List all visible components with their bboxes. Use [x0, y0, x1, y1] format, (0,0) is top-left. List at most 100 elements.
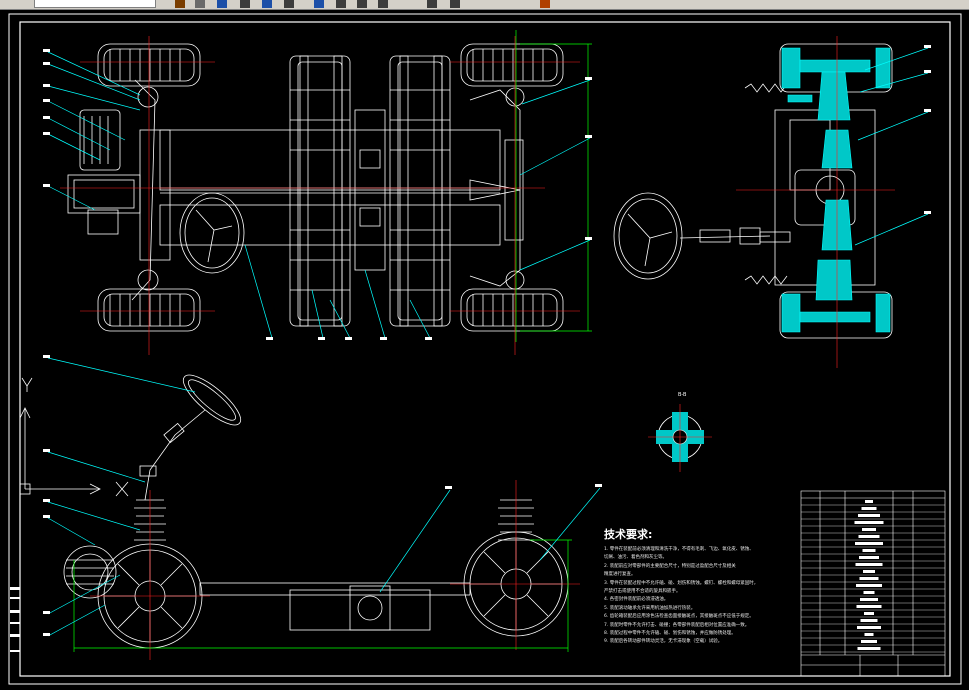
insert-icon[interactable]	[450, 0, 460, 8]
motor-side	[63, 545, 117, 599]
item-number-balloon	[924, 211, 931, 214]
tech-requirement-line: 5. 装配滚动轴承允许采用机油加热进行热装。	[604, 605, 696, 611]
item-number-balloon	[585, 77, 592, 80]
item-number-balloons	[43, 45, 931, 636]
pen-icon[interactable]	[540, 0, 550, 8]
title-block-text-mark	[859, 556, 879, 559]
drawing-canvas[interactable]: B-B 技术要求: 1. 零件在装配前必须清理和清洗干净，不得有毛刺、飞边、氧化…	[0, 10, 969, 690]
motor-upper	[79, 109, 121, 171]
item-number-balloon	[43, 99, 50, 102]
chassis-assembly-drawing	[8, 13, 962, 685]
pan-icon[interactable]	[195, 0, 205, 8]
frame-rail-lower	[159, 204, 501, 246]
properties-icon[interactable]	[240, 0, 250, 8]
title-block-text-mark	[861, 640, 877, 643]
tech-requirement-line: 8. 装配过程中零件不允许磕、碰、划伤和锈蚀，并应做防锈处理。	[604, 631, 736, 637]
item-number-balloon	[43, 611, 50, 614]
centerlines-bottom	[90, 480, 580, 660]
title-block-text-mark	[858, 535, 880, 538]
dimensions-top	[515, 30, 592, 342]
center-housing	[354, 109, 386, 271]
technical-requirements: 技术要求: 1. 零件在装配前必须清理和清洗干净，不得有毛刺、飞边、氧化皮、锈蚀…	[604, 526, 794, 647]
item-number-balloon	[345, 337, 352, 340]
table-icon[interactable]	[357, 0, 367, 8]
zoom-realtime-icon[interactable]	[175, 0, 185, 8]
title-block-text-mark	[864, 633, 874, 636]
tech-requirements-title: 技术要求:	[604, 528, 653, 541]
inner-frame	[19, 21, 951, 677]
title-block-text-mark	[857, 626, 881, 629]
front-knuckle	[131, 79, 156, 301]
redraw-icon[interactable]	[314, 0, 324, 8]
item-number-balloon	[425, 337, 432, 340]
match-icon[interactable]	[284, 0, 294, 8]
item-number-balloon	[43, 449, 50, 452]
item-number-balloon	[380, 337, 387, 340]
item-number-balloon	[43, 84, 50, 87]
tech-requirement-line: 精度进行复查。	[604, 572, 636, 578]
item-number-balloon	[43, 499, 50, 502]
ucs-icon	[19, 377, 129, 497]
save-icon[interactable]	[427, 0, 437, 8]
item-number-balloon	[43, 49, 50, 52]
drive-shaft	[199, 582, 471, 596]
steering-wheel-side	[182, 374, 242, 426]
item-number-balloon	[924, 70, 931, 73]
item-number-balloon	[266, 337, 273, 340]
cad-toolbar	[0, 0, 969, 10]
title-block-text-mark	[863, 591, 875, 594]
title-block-text-mark	[862, 528, 876, 531]
title-block-text-mark	[863, 570, 875, 573]
title-block	[800, 490, 946, 677]
leader-lines-side	[854, 47, 929, 246]
title-block-text-mark	[860, 619, 878, 622]
tech-requirement-line: 3. 零件在装配过程中不允许磕、碰、划伤和锈蚀。螺钉、螺栓和螺母紧固时，	[604, 580, 759, 586]
tech-requirement-line: 9. 装配后各转动部件转动灵活，无卡滞现象（空载）试验。	[604, 639, 723, 645]
item-number-balloon	[43, 132, 50, 135]
tech-requirement-line: 6. 齿轮箱装配后应用涂色法检查齿面接触斑点，其接触斑点不应低于规定。	[604, 614, 754, 620]
print-icon[interactable]	[378, 0, 388, 8]
zoom-window-icon[interactable]	[217, 0, 227, 8]
tech-requirement-line: 7. 装配时零件不允许打击、碰撞；各零部件装配后相对位置应准确一致。	[604, 622, 750, 628]
title-block-text-mark	[864, 612, 874, 615]
title-block-text-mark	[858, 514, 880, 517]
steering-wheel-top	[179, 192, 245, 274]
title-block-text-mark	[859, 577, 879, 580]
item-number-balloon	[43, 633, 50, 636]
dimensions-bottom	[73, 539, 572, 652]
spring-pack-left	[289, 55, 351, 327]
item-number-balloon	[585, 237, 592, 240]
motor-block	[67, 174, 141, 214]
top-view-chassis	[67, 43, 564, 332]
item-number-balloon	[445, 486, 452, 489]
layer-dropdown[interactable]	[34, 0, 156, 8]
title-block-text-mark	[857, 647, 881, 650]
title-block-text-mark	[854, 521, 884, 524]
title-block-text-mark	[856, 605, 882, 608]
rear-right-tire	[460, 288, 564, 332]
leader-lines-bottom	[47, 357, 601, 637]
centerlines-top	[60, 36, 580, 355]
frame-rail-upper	[159, 129, 501, 191]
tech-requirements-list: 1. 零件在装配前必须清理和清洗干净，不得有毛刺、飞边、氧化皮、锈蚀、切屑、油污…	[604, 546, 794, 647]
title-block-text-mark	[865, 500, 873, 503]
title-block-text-mark	[855, 542, 883, 545]
item-number-balloon	[318, 337, 325, 340]
title-block-text-mark	[856, 584, 882, 587]
block-icon[interactable]	[336, 0, 346, 8]
tech-requirement-line: 切屑、油污、着色剂和灰尘等。	[604, 555, 667, 561]
transmission-housing	[289, 589, 431, 631]
item-number-balloon	[595, 484, 602, 487]
leader-lines-top	[47, 51, 591, 339]
tech-requirement-line: 4. 各密封件装配前必须浸透油。	[604, 597, 669, 603]
item-number-balloon	[924, 45, 931, 48]
item-number-balloon	[43, 355, 50, 358]
spring-pack-right	[389, 55, 451, 327]
item-number-balloon	[43, 116, 50, 119]
title-block-text-mark	[860, 598, 878, 601]
title-block-text-mark	[861, 507, 877, 510]
layers-icon[interactable]	[262, 0, 272, 8]
title-block-rows	[801, 500, 945, 653]
tech-requirement-line: 1. 零件在装配前必须清理和清洗干净，不得有毛刺、飞边、氧化皮、锈蚀、	[604, 547, 754, 552]
tech-requirement-line: 2. 装配前应对零部件的主要配合尺寸，特别是过盈配合尺寸及相关	[604, 563, 736, 569]
